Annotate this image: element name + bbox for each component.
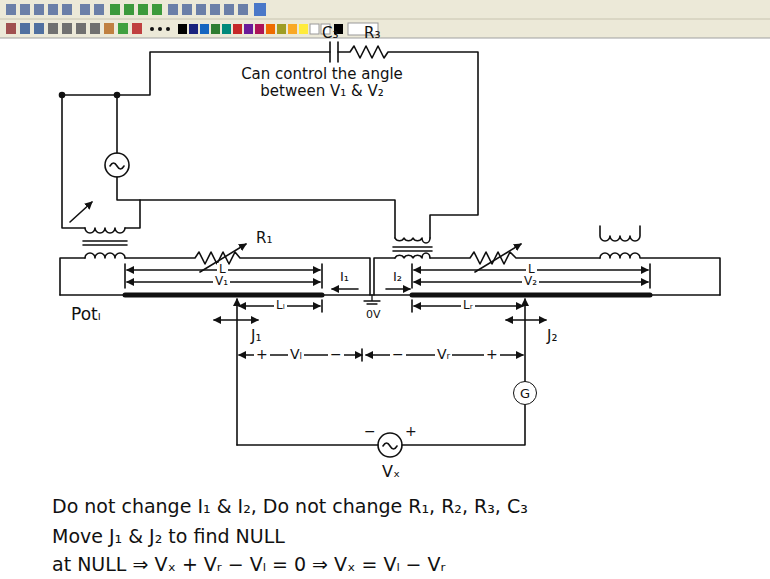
ac-source — [105, 153, 129, 177]
slider-label: J₂ — [547, 328, 557, 345]
ground-label: 0V — [366, 309, 381, 321]
equation: at NULL ⇒ Vₓ + Vᵣ − Vₗ = 0 ⇒ Vₓ = Vₗ − V… — [52, 554, 446, 575]
polarity-sign: + — [405, 424, 417, 439]
polarity-sign: − — [364, 424, 376, 439]
note: Can control the angle between V₁ & V₂ — [237, 66, 407, 99]
polarity-sign: + — [254, 347, 270, 362]
capacitor-label: C₃ — [322, 25, 339, 42]
potentiometer-label: Potₗ — [71, 305, 101, 324]
galvanometer-label: G — [520, 387, 530, 400]
voltage-label: Vᵣ — [435, 347, 452, 362]
polarity-sign: − — [390, 347, 406, 362]
note: Do not change I₁ & I₂, Do not change R₁,… — [52, 496, 528, 517]
rheostat-symbol — [125, 252, 370, 295]
galvanometer: G — [513, 381, 537, 405]
dimension-label: V₂ — [522, 275, 539, 288]
current-label: I₁ — [340, 270, 349, 284]
transformer-coil — [395, 253, 430, 258]
slide-wire — [412, 293, 650, 298]
dimension-label: Lᵣ — [461, 299, 475, 312]
source-label: Vₓ — [382, 463, 400, 481]
rheostat-symbol — [430, 252, 600, 264]
dimension-label: V₁ — [213, 275, 230, 288]
inductor-symbol — [600, 253, 720, 295]
polarity-sign: − — [328, 347, 344, 362]
ac-source — [378, 433, 402, 457]
transformer-coil — [85, 228, 125, 233]
voltage-label: Vₗ — [288, 347, 304, 362]
current-label: I₂ — [393, 270, 402, 284]
slider-j1 — [236, 299, 238, 445]
resistor-label: R₁ — [256, 230, 272, 247]
dimension-label: Lₗ — [274, 299, 287, 312]
slide-wire — [125, 293, 322, 298]
slider-j2 — [524, 299, 526, 381]
slider-label: J₁ — [251, 328, 261, 345]
transformer-coil — [395, 238, 430, 243]
toolbar — [0, 0, 770, 38]
transformer-coil — [85, 253, 125, 258]
polarity-sign: + — [484, 347, 500, 362]
capacitor-symbol — [330, 42, 338, 62]
note: Move J₁ & J₂ to find NULL — [52, 526, 285, 547]
resistor-label: R₃ — [364, 25, 380, 42]
